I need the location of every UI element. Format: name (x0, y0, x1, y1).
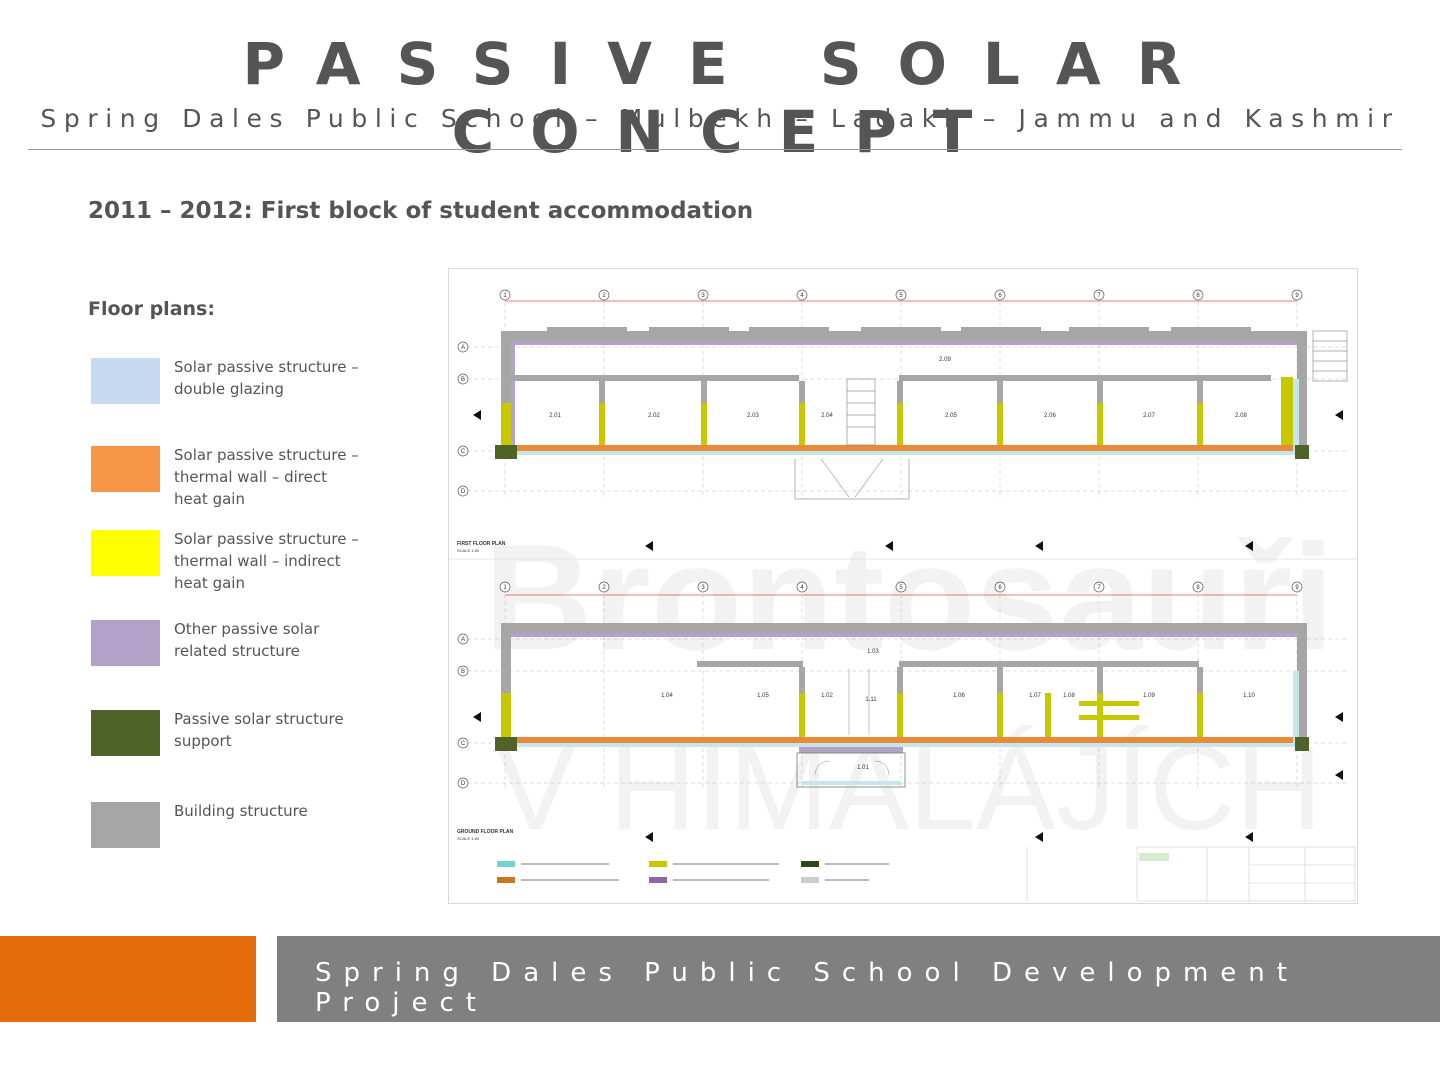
grid-number: 3 (701, 585, 705, 591)
room-label: 1.03 (867, 649, 879, 655)
room-label: 1.08 (1063, 693, 1075, 699)
grid-number: 7 (1097, 293, 1101, 299)
footer-accent (0, 936, 256, 1022)
legend-label: Solar passive structure – double glazing (174, 358, 359, 398)
first-floor-plan: 1 2 3 4 5 6 7 8 9 A B C D (457, 289, 1349, 553)
grid-letter: D (461, 489, 466, 495)
grid-number: 6 (998, 585, 1002, 591)
grid-letter: D (461, 781, 466, 787)
room-label: 2.06 (1044, 413, 1056, 419)
grid-number: 8 (1196, 293, 1200, 299)
grid-number: 1 (503, 585, 507, 591)
plan-title: FIRST FLOOR PLAN (457, 541, 506, 547)
legend-label: Solar passive structure – thermal wall –… (174, 530, 359, 592)
room-label: 2.02 (648, 413, 660, 419)
floor-plans-label: Floor plans: (88, 298, 215, 320)
room-label: 2.09 (939, 357, 951, 363)
grid-number: 9 (1295, 293, 1299, 299)
room-label: 1.10 (1243, 693, 1255, 699)
grid-number: 4 (800, 293, 804, 299)
grid-number: 6 (998, 293, 1002, 299)
plan-scale: SCALE 1:50 (457, 836, 480, 841)
grid-number: 3 (701, 293, 705, 299)
page-title: PASSIVE SOLAR CONCEPT (242, 30, 1218, 166)
grid-number: 8 (1196, 585, 1200, 591)
floor-plan-drawing: Brontosauři V HIMALÁJÍCH (448, 268, 1358, 904)
room-label: 1.11 (865, 697, 877, 703)
grid-letter: C (461, 741, 466, 747)
floor-plan-svg: Brontosauři V HIMALÁJÍCH (449, 289, 1357, 902)
room-label: 2.04 (821, 413, 833, 419)
header-divider (28, 149, 1402, 150)
grid-number: 7 (1097, 585, 1101, 591)
room-label: 2.08 (1235, 413, 1247, 419)
grid-number: 5 (899, 293, 903, 299)
legend-label: Passive solar structure support (174, 710, 344, 750)
room-label: 2.03 (747, 413, 759, 419)
grid-letter: A (461, 637, 465, 643)
grid-letter: A (461, 345, 465, 351)
legend-swatch (91, 620, 160, 666)
plan-title: GROUND FLOOR PLAN (457, 829, 513, 835)
room-label: 2.07 (1143, 413, 1155, 419)
legend-swatch (91, 530, 160, 576)
watermark-text: Brontosauři (484, 513, 1334, 681)
footer-text: Spring Dales Public School Development P… (315, 958, 1299, 1018)
room-label: 1.09 (1143, 693, 1155, 699)
grid-number: 2 (602, 585, 606, 591)
section-heading: 2011 – 2012: First block of student acco… (88, 198, 754, 224)
page-subtitle: Spring Dales Public School – Mulbekh – L… (40, 104, 1400, 133)
grid-number: 9 (1295, 585, 1299, 591)
room-label: 1.02 (821, 693, 833, 699)
grid-number: 2 (602, 293, 606, 299)
legend-swatch (91, 710, 160, 756)
grid-letter: C (461, 449, 466, 455)
legend-label: Building structure (174, 802, 308, 820)
plan-scale: SCALE 1:50 (457, 548, 480, 553)
legend-label: Solar passive structure – thermal wall –… (174, 446, 359, 508)
room-label: 1.06 (953, 693, 965, 699)
ground-floor-plan: 1 2 3 4 5 6 7 8 9 A B C D (457, 581, 1356, 902)
grid-letter: B (461, 669, 465, 675)
room-label: 2.05 (945, 413, 957, 419)
grid-letter: B (461, 377, 465, 383)
room-label: 1.07 (1029, 693, 1041, 699)
legend-swatch (91, 446, 160, 492)
footer-bar: Spring Dales Public School Development P… (277, 936, 1440, 1022)
room-label: 1.04 (661, 693, 673, 699)
room-label: 1.05 (757, 693, 769, 699)
grid-number: 1 (503, 293, 507, 299)
legend-label: Other passive solar related structure (174, 620, 320, 660)
room-label: 1.01 (857, 765, 869, 771)
legend-swatch (91, 358, 160, 404)
room-label: 2.01 (549, 413, 561, 419)
grid-number: 5 (899, 585, 903, 591)
grid-number: 4 (800, 585, 804, 591)
legend-swatch (91, 802, 160, 848)
